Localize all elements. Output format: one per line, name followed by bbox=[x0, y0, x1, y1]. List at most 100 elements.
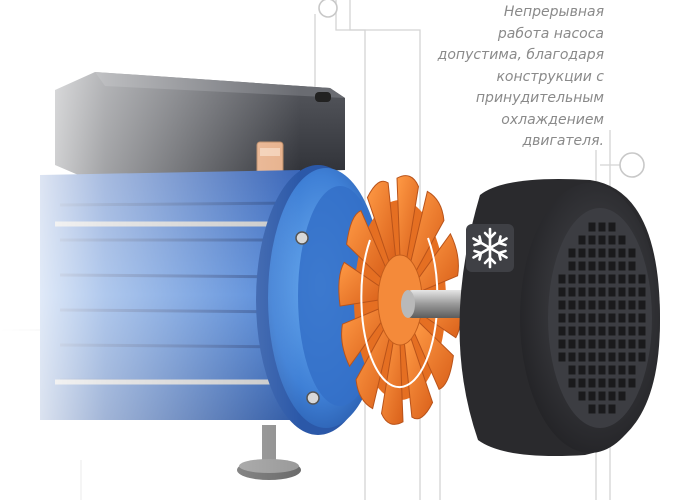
grille-slot bbox=[578, 365, 586, 375]
grille-slot bbox=[598, 274, 606, 284]
grille-slot bbox=[558, 300, 566, 310]
grille-slot bbox=[608, 339, 616, 349]
grille-slot bbox=[588, 391, 596, 401]
fan-blade bbox=[403, 336, 434, 420]
caption-line: охлаждением bbox=[501, 111, 604, 128]
grille-slot bbox=[608, 300, 616, 310]
grille-slot bbox=[598, 313, 606, 323]
grille-slot bbox=[608, 248, 616, 258]
grille-slot bbox=[598, 326, 606, 336]
grille-slot bbox=[628, 287, 636, 297]
grille-slot bbox=[618, 339, 626, 349]
grille-slot bbox=[578, 339, 586, 349]
cooling-fan bbox=[338, 175, 462, 425]
grille-slot bbox=[618, 352, 626, 362]
grille-slot bbox=[568, 248, 576, 258]
grille-slot bbox=[578, 287, 586, 297]
caption-line: принудительным bbox=[475, 90, 604, 106]
grille-slot bbox=[628, 378, 636, 388]
grille-slot bbox=[628, 339, 636, 349]
grille-slot bbox=[578, 326, 586, 336]
grille-slot bbox=[588, 287, 596, 297]
grille-slot bbox=[638, 326, 646, 336]
grille-slot bbox=[608, 313, 616, 323]
grille-slot bbox=[588, 248, 596, 258]
grille-slot bbox=[638, 274, 646, 284]
fan-blade bbox=[355, 327, 391, 410]
grille-slot bbox=[558, 326, 566, 336]
grille-slot bbox=[578, 235, 586, 245]
grille-slot bbox=[618, 248, 626, 258]
grille-slot bbox=[608, 391, 616, 401]
grille-slot bbox=[638, 339, 646, 349]
grille-slot bbox=[578, 391, 586, 401]
grille-slot bbox=[618, 274, 626, 284]
caption-line: конструкции с bbox=[496, 68, 604, 85]
fan-blade bbox=[338, 261, 381, 307]
fan-blade bbox=[417, 232, 459, 293]
grille-slot bbox=[588, 274, 596, 284]
grille-slot bbox=[588, 365, 596, 375]
grille-slot bbox=[608, 222, 616, 232]
grille-slot bbox=[568, 326, 576, 336]
fan-blade bbox=[409, 190, 445, 273]
grille-slot bbox=[618, 326, 626, 336]
grille-slot bbox=[618, 300, 626, 310]
grille-slot bbox=[608, 287, 616, 297]
grille-slot bbox=[598, 352, 606, 362]
grille-slot bbox=[578, 261, 586, 271]
grille-slot bbox=[628, 274, 636, 284]
grille-slot bbox=[578, 300, 586, 310]
caption-line: работа насоса bbox=[497, 25, 604, 42]
grille-slot bbox=[598, 404, 606, 414]
fan-cover-grille bbox=[558, 222, 646, 414]
fan-blade bbox=[413, 320, 454, 390]
grille-slot bbox=[598, 365, 606, 375]
grille-slot bbox=[578, 378, 586, 388]
cooling-description: Непрерывная работа насоса допустима, бла… bbox=[304, 2, 604, 153]
fan-blade bbox=[380, 339, 404, 425]
grille-slot bbox=[588, 352, 596, 362]
grille-slot bbox=[618, 235, 626, 245]
grille-slot bbox=[568, 352, 576, 362]
caption-line: допустима, благодаря bbox=[437, 47, 604, 63]
grille-slot bbox=[618, 313, 626, 323]
grille-slot bbox=[578, 352, 586, 362]
grille-slot bbox=[618, 378, 626, 388]
grille-slot bbox=[558, 352, 566, 362]
grille-slot bbox=[628, 261, 636, 271]
grille-slot bbox=[578, 274, 586, 284]
grille-slot bbox=[628, 326, 636, 336]
grille-slot bbox=[638, 313, 646, 323]
grille-slot bbox=[598, 391, 606, 401]
grille-slot bbox=[558, 274, 566, 284]
grille-slot bbox=[588, 378, 596, 388]
grille-slot bbox=[638, 352, 646, 362]
grille-slot bbox=[618, 365, 626, 375]
grille-slot bbox=[638, 287, 646, 297]
grille-slot bbox=[588, 404, 596, 414]
snowflake-icon bbox=[472, 227, 508, 269]
fan-blade bbox=[396, 175, 420, 261]
grille-slot bbox=[608, 261, 616, 271]
grille-slot bbox=[568, 300, 576, 310]
fan-blade bbox=[341, 307, 383, 368]
grille-slot bbox=[558, 339, 566, 349]
grille-slot bbox=[598, 261, 606, 271]
grille-slot bbox=[568, 365, 576, 375]
grille-slot bbox=[628, 365, 636, 375]
grille-slot bbox=[588, 222, 596, 232]
caption-line: двигателя. bbox=[522, 133, 604, 149]
grille-slot bbox=[618, 287, 626, 297]
grille-slot bbox=[568, 313, 576, 323]
fan-cover bbox=[459, 179, 660, 456]
grille-slot bbox=[568, 339, 576, 349]
grille-slot bbox=[598, 248, 606, 258]
grille-slot bbox=[558, 313, 566, 323]
grille-slot bbox=[588, 300, 596, 310]
grille-slot bbox=[568, 378, 576, 388]
grille-slot bbox=[608, 404, 616, 414]
grille-slot bbox=[638, 300, 646, 310]
grille-slot bbox=[628, 248, 636, 258]
